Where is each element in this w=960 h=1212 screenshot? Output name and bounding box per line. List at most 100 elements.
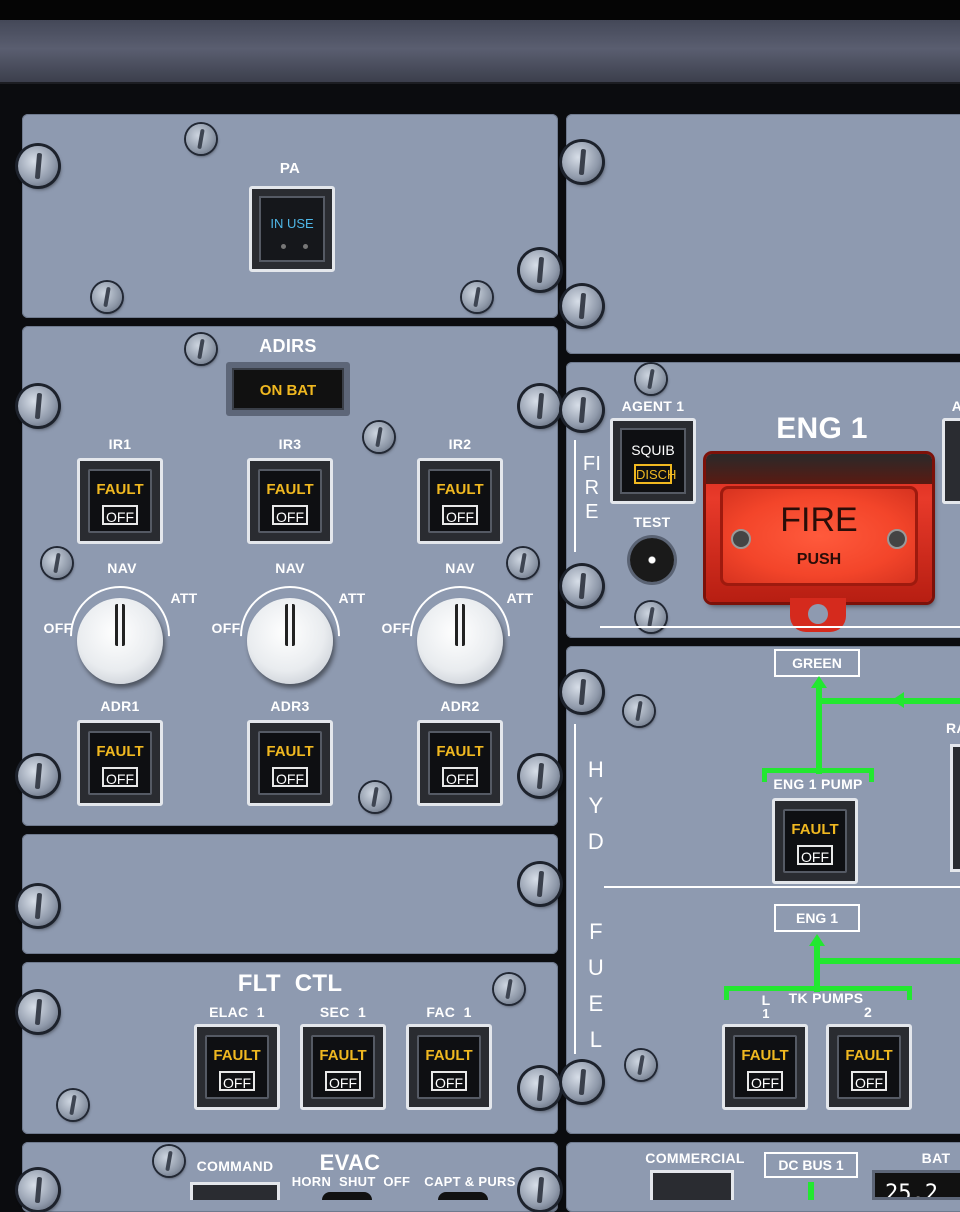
ir2-mode-selector[interactable] bbox=[417, 598, 503, 684]
fault-label: FAULT bbox=[791, 821, 839, 838]
fault-label: FAULT bbox=[266, 743, 314, 760]
screw-icon bbox=[520, 250, 560, 290]
agent2-button[interactable] bbox=[942, 418, 960, 504]
commercial-button[interactable] bbox=[650, 1170, 734, 1200]
tk-bracket-left bbox=[724, 986, 729, 1000]
pump2-number: 2 bbox=[863, 1004, 873, 1020]
off-label: OFF bbox=[381, 620, 411, 636]
disch-label: DISCH bbox=[634, 464, 676, 484]
test-label: TEST bbox=[633, 514, 671, 530]
screw-icon bbox=[520, 386, 560, 426]
dc-bus-line bbox=[808, 1182, 814, 1200]
eng1-fire-handle[interactable]: FIRE PUSH bbox=[706, 454, 932, 602]
nav-label: NAV bbox=[107, 560, 137, 576]
eng1-pump-button[interactable]: FAULT OFF bbox=[772, 798, 858, 884]
knob-pointer bbox=[455, 604, 465, 646]
fuel-line-vertical bbox=[814, 944, 820, 992]
att-label: ATT bbox=[338, 590, 366, 606]
command-label: COMMAND bbox=[196, 1158, 274, 1174]
pa-title: PA bbox=[279, 160, 301, 177]
agent-right-label: A bbox=[951, 398, 960, 414]
screw-icon bbox=[58, 1090, 88, 1120]
screw-icon bbox=[624, 696, 654, 726]
adirs-title: ADIRS bbox=[259, 336, 317, 356]
flt-ctl-title: FLT CTL bbox=[237, 970, 343, 997]
off-label: OFF bbox=[431, 1071, 467, 1091]
elac1-label: ELAC 1 bbox=[209, 1004, 265, 1020]
off-label: OFF bbox=[43, 620, 73, 636]
squib-label: SQUIB bbox=[631, 442, 675, 458]
adr1-label: ADR1 bbox=[100, 698, 140, 714]
off-label: OFF bbox=[325, 1071, 361, 1091]
hyd-line-horizontal bbox=[818, 698, 960, 704]
fault-label: FAULT bbox=[436, 481, 484, 498]
horn-shut-off-label: HORN SHUT OFF bbox=[291, 1174, 411, 1189]
off-label: OFF bbox=[851, 1071, 887, 1091]
fault-label: FAULT bbox=[436, 743, 484, 760]
tk-pump2-button[interactable]: FAULT OFF bbox=[826, 1024, 912, 1110]
off-label: OFF bbox=[219, 1071, 255, 1091]
screw-icon bbox=[626, 1050, 656, 1080]
hyd-fuel-divider bbox=[574, 724, 576, 1054]
screw-icon bbox=[508, 548, 538, 578]
ra-label: RA bbox=[946, 720, 960, 736]
screw-icon bbox=[562, 286, 602, 326]
adr3-label: ADR3 bbox=[270, 698, 310, 714]
screw-icon bbox=[92, 282, 122, 312]
off-label: OFF bbox=[211, 620, 241, 636]
capt-purs-selector[interactable] bbox=[438, 1192, 488, 1200]
screw-icon bbox=[462, 282, 492, 312]
ir3-mode-selector[interactable] bbox=[247, 598, 333, 684]
rat-button[interactable] bbox=[950, 744, 960, 872]
tk-pumps-label: TK PUMPS bbox=[788, 990, 864, 1006]
off-label: OFF bbox=[272, 505, 308, 525]
fault-label: FAULT bbox=[96, 743, 144, 760]
evac-title: EVAC bbox=[319, 1150, 381, 1175]
fault-label: FAULT bbox=[266, 481, 314, 498]
screw-icon bbox=[562, 142, 602, 182]
l-label: L bbox=[761, 992, 771, 1008]
off-label: OFF bbox=[747, 1071, 783, 1091]
tk-bracket bbox=[724, 986, 912, 991]
fire-test-button[interactable] bbox=[630, 538, 674, 582]
tk-bracket-right bbox=[907, 986, 912, 1000]
squib-disch-button[interactable]: SQUIB DISCH bbox=[610, 418, 696, 504]
screw-icon bbox=[520, 1170, 560, 1210]
screw-icon bbox=[364, 422, 394, 452]
screw-icon bbox=[186, 124, 216, 154]
horn-shut-off-button[interactable] bbox=[322, 1192, 372, 1200]
off-label: OFF bbox=[797, 845, 833, 865]
ir3-button[interactable]: FAULT OFF bbox=[247, 458, 333, 544]
commercial-label: COMMERCIAL bbox=[645, 1150, 745, 1166]
bat-label: BAT bbox=[921, 1150, 951, 1166]
screw-icon bbox=[18, 756, 58, 796]
ir1-mode-selector[interactable] bbox=[77, 598, 163, 684]
fault-label: FAULT bbox=[845, 1047, 893, 1064]
eng1-fire-title: ENG 1 bbox=[776, 412, 868, 445]
fire-text: FIRE bbox=[780, 501, 858, 539]
screw-icon bbox=[562, 672, 602, 712]
screw-icon bbox=[562, 566, 602, 606]
fac1-label: FAC 1 bbox=[426, 1004, 472, 1020]
evac-command-button[interactable] bbox=[190, 1182, 280, 1200]
fuel-arrow-icon bbox=[809, 934, 825, 946]
pa-in-use-button[interactable]: IN USE bbox=[249, 186, 335, 272]
hyd-fuel-separator bbox=[604, 886, 960, 888]
green-system-label: GREEN bbox=[774, 649, 860, 677]
screw-icon bbox=[154, 1146, 184, 1176]
hyd-arrow-icon bbox=[811, 676, 827, 688]
glareshield-band bbox=[0, 20, 960, 84]
att-label: ATT bbox=[506, 590, 534, 606]
fuel-line-horizontal bbox=[816, 958, 960, 964]
ir2-label: IR2 bbox=[448, 436, 472, 452]
pa-in-use-label: IN USE bbox=[270, 216, 314, 231]
